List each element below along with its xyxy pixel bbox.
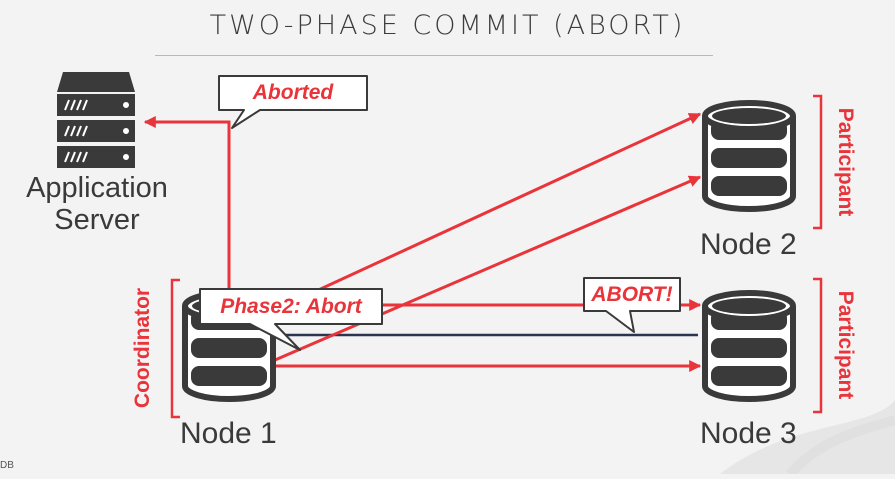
- arrow-node1-to-node2-a: [274, 112, 702, 312]
- footer-text: DB: [0, 460, 14, 471]
- watermark-logo: [720, 400, 895, 478]
- callout-abort-bubble: [583, 277, 681, 333]
- server-icon: [57, 72, 135, 168]
- participant-role-label-node3: Participant: [834, 290, 857, 400]
- arrow-node1-to-node2-b: [274, 175, 702, 362]
- coordinator-bracket: [170, 278, 180, 419]
- participant-bracket-node3: [813, 277, 823, 414]
- arrow-node1-to-server: [143, 116, 231, 290]
- callout-phase2-bubble: [199, 288, 383, 351]
- slide-title: TWO-PHASE COMMIT (ABORT): [209, 10, 686, 41]
- participant-role-label-node2: Participant: [834, 107, 857, 217]
- callout-aborted-text: Aborted: [252, 81, 334, 104]
- node2-database-icon: [705, 103, 793, 209]
- node2-label: Node 2: [700, 228, 797, 261]
- participant-bracket-node2: [813, 94, 823, 230]
- node1-label: Node 1: [180, 417, 277, 450]
- title-divider: [155, 55, 713, 56]
- server-label: Application Server: [26, 172, 168, 236]
- node3-database-icon: [705, 293, 793, 399]
- callout-phase2-text: Phase2: Abort: [220, 295, 362, 318]
- callout-abort-text: ABORT!: [591, 283, 673, 306]
- coordinator-role-label: Coordinator: [131, 287, 154, 409]
- node3-label: Node 3: [700, 417, 797, 450]
- callout-aborted-bubble: [218, 75, 368, 129]
